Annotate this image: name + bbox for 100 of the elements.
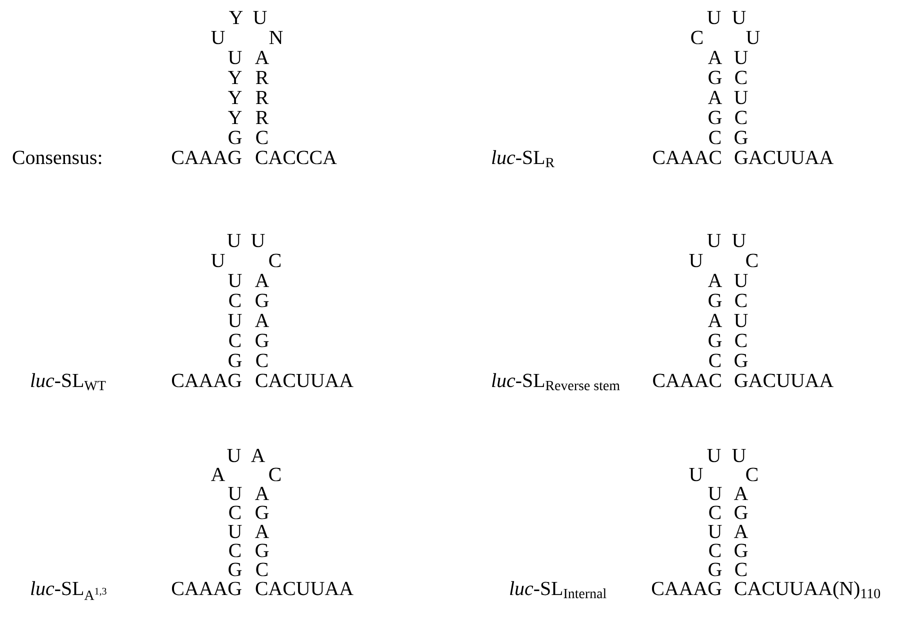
nucleotide-letter: G — [708, 110, 722, 124]
nucleotide-letter: G — [256, 506, 269, 520]
nucleotide-letter: C — [256, 562, 268, 576]
nucleotide-letter: U — [228, 524, 242, 538]
nucleotide-letter: A — [255, 486, 270, 500]
nucleotide-letter: G — [734, 354, 748, 368]
construct-name: $\textit{luc}\text{-SL}_{\text{A}^{\text{1,3}}}$ — [31, 581, 106, 600]
nucleotide-letter: A — [734, 486, 748, 500]
nucleotide-letter: U — [707, 234, 721, 248]
nucleotide-letter: G — [256, 544, 269, 558]
nucleotide-letter: A — [255, 50, 270, 64]
nucleotide-letter: C — [735, 70, 747, 84]
nucleotide-letter: C — [256, 130, 268, 144]
nucleotide-letter: C — [709, 130, 721, 144]
nucleotide-letter: U — [227, 448, 241, 462]
nucleotide-letter: A — [734, 524, 748, 538]
nucleotide-letter: G — [708, 70, 722, 84]
nucleotide-letter: C — [709, 506, 721, 520]
sequence-text: CAAAG — [172, 150, 242, 164]
nucleotide-letter: C — [691, 30, 703, 44]
nucleotide-letter: Y — [228, 70, 242, 84]
nucleotide-letter: G — [708, 562, 722, 576]
construct-name: $\textit{luc}\text{-SL}_{\text{WT}}$ — [31, 373, 106, 390]
nucleotide-letter: Y — [228, 110, 242, 124]
nucleotide-letter: C — [269, 254, 281, 268]
nucleotide-letter: C — [709, 544, 721, 558]
nucleotide-letter: U — [732, 448, 746, 462]
nucleotide-letter: R — [256, 110, 269, 124]
nucleotide-letter: U — [708, 524, 722, 538]
nucleotide-letter: C — [735, 562, 747, 576]
nucleotide-letter: G — [256, 334, 269, 348]
nucleotide-letter: A — [251, 448, 266, 462]
nucleotide-letter: U — [734, 50, 748, 64]
nucleotide-letter: G — [256, 294, 269, 308]
nucleotide-letter: C — [735, 110, 747, 124]
nucleotide-letter: A — [255, 274, 270, 287]
sequence-text: CACCCA — [256, 150, 337, 164]
nucleotide-letter: U — [732, 234, 746, 248]
nucleotide-letter: C — [229, 294, 241, 308]
sequence-text: CACUUAA — [256, 582, 354, 596]
nucleotide-letter: U — [708, 486, 722, 500]
nucleotide-letter: U — [746, 30, 760, 44]
nucleotide-letter: U — [689, 468, 703, 482]
nucleotide-letter: R — [256, 90, 269, 104]
nucleotide-letter: G — [734, 506, 748, 520]
sequence-text: CAAAG — [172, 582, 242, 596]
nucleotide-letter: A — [708, 90, 722, 104]
nucleotide-letter: C — [735, 294, 747, 308]
construct-name: $\text{Consensus:}$ — [12, 150, 102, 164]
nucleotide-letter: U — [734, 274, 748, 288]
nucleotide-letter: U — [734, 90, 748, 104]
nucleotide-letter: U — [734, 314, 748, 328]
nucleotide-letter: N — [269, 30, 283, 44]
nucleotide-letter: U — [707, 448, 721, 462]
nucleotide-letter: C — [229, 544, 241, 558]
nucleotide-letter: Y — [229, 10, 243, 24]
nucleotide-letter: Y — [228, 90, 242, 104]
nucleotide-letter: U — [228, 274, 242, 288]
sequence-text: CAAAC — [653, 374, 721, 388]
nucleotide-letter: A — [708, 50, 722, 64]
nucleotide-letter: G — [708, 334, 722, 348]
nucleotide-letter: A — [255, 314, 270, 327]
nucleotide-letter: C — [269, 468, 281, 482]
nucleotide-letter: U — [251, 234, 265, 248]
nucleotide-letter: A — [708, 274, 722, 287]
nucleotide-letter: A — [255, 524, 270, 538]
sequence-text: CAAAG — [172, 374, 242, 388]
nucleotide-letter: C — [256, 354, 268, 368]
nucleotide-letter: G — [734, 544, 748, 558]
nucleotide-letter: A — [211, 468, 226, 481]
nucleotide-letter: C — [229, 334, 241, 348]
nucleotide-letter: G — [228, 130, 242, 144]
nucleotide-letter: U — [228, 486, 242, 500]
nucleotide-letter: U — [253, 10, 267, 24]
nucleotide-letter: A — [708, 314, 722, 327]
nucleotide-letter: C — [746, 468, 758, 482]
nucleotide-letter: U — [211, 30, 225, 44]
nucleotide-letter: U — [227, 234, 241, 248]
nucleotide-letter: C — [746, 254, 758, 268]
sequence-text: CACUUAA(N)$_{110}$ — [734, 581, 880, 600]
sequence-text: GACUUAA — [734, 374, 834, 388]
nucleotide-letter: C — [709, 354, 721, 368]
construct-name: $\textit{luc}\text{-SL}_{\text{Internal}}$ — [510, 581, 606, 598]
nucleotide-letter: U — [689, 254, 703, 268]
nucleotide-letter: G — [734, 130, 748, 144]
nucleotide-letter: G — [708, 294, 722, 308]
nucleotide-letter: U — [211, 254, 225, 268]
nucleotide-letter: G — [228, 562, 242, 576]
nucleotide-letter: U — [228, 314, 242, 328]
nucleotide-letter: R — [256, 70, 269, 84]
sequence-text: GACUUAA — [734, 150, 834, 164]
sequence-text: CAAAG — [652, 582, 722, 596]
sequence-text: CACUUAA — [256, 374, 354, 388]
nucleotide-letter: C — [735, 334, 747, 348]
construct-name: $\textit{luc}\text{-SL}_{\text{Reverse stem}}$ — [492, 373, 620, 390]
construct-name: $\textit{luc}\text{-SL}_{\text{R}}$ — [492, 150, 555, 168]
sequence-text: CAAAC — [653, 150, 721, 164]
nucleotide-letter: U — [228, 50, 242, 64]
nucleotide-letter: U — [732, 10, 746, 24]
nucleotide-letter: G — [228, 354, 242, 368]
